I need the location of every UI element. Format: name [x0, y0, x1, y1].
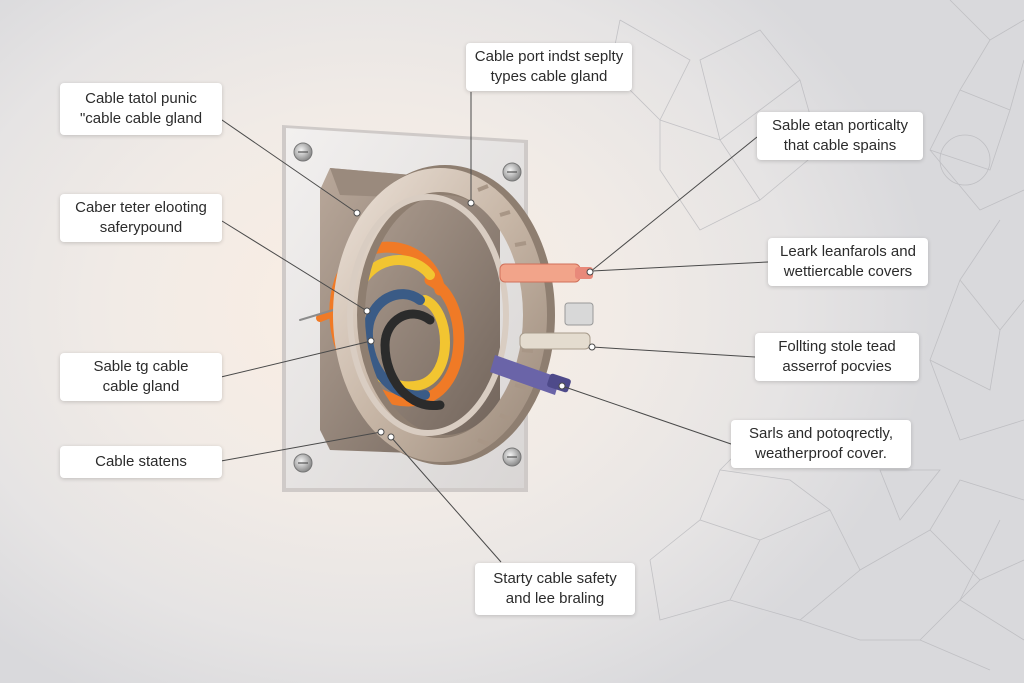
label-right-2-line2: asserrof pocvies — [782, 358, 892, 375]
label-top-right-line2: that cable spains — [783, 137, 897, 154]
label-right-1-line1: Leark leanfarols and — [780, 243, 916, 260]
gland-ring — [333, 165, 555, 465]
label-top-right: Sable etan porticalty that cable spains — [757, 112, 923, 160]
label-right-3-line1: Sarls and potoqrectly, — [749, 425, 893, 442]
metal-connector — [519, 302, 594, 350]
mounting-screw-icon — [293, 453, 313, 473]
label-bottom-left-line1: Cable statens — [95, 453, 187, 470]
label-lower-left-line1: Sable tg cable — [93, 358, 189, 375]
label-bottom-left: Cable statens — [60, 446, 222, 478]
orange-connector — [499, 263, 593, 283]
label-bottom-center-line2: and lee braling — [505, 590, 605, 607]
label-top-left-line2: "cable cable gland — [79, 110, 203, 127]
leader-lines — [205, 92, 769, 563]
label-bottom-center-line1: Starty cable safety — [493, 570, 617, 587]
label-right-3: Sarls and potoqrectly, weatherproof cove… — [731, 420, 911, 468]
label-top-center-line2: types cable gland — [490, 68, 608, 85]
mounting-screw-icon — [293, 142, 313, 162]
label-top-left-line1: Cable tatol punic — [85, 90, 197, 107]
label-lower-left-line2: cable gland — [102, 378, 180, 395]
label-lower-left: Sable tg cable cable gland — [60, 353, 222, 401]
label-bottom-center: Starty cable safety and lee braling — [475, 563, 635, 615]
label-right-2-line1: Follting stole tead — [778, 338, 896, 355]
label-top-right-line1: Sable etan porticalty — [772, 117, 908, 134]
label-right-1-line2: wettiercable covers — [783, 263, 913, 280]
label-top-center: Cable port indst seplty types cable glan… — [466, 43, 632, 91]
mounting-screw-icon — [502, 447, 522, 467]
mounting-screw-icon — [502, 162, 522, 182]
background-wireframe — [609, 0, 1024, 671]
label-top-center-line1: Cable port indst seplty — [474, 48, 624, 65]
label-top-left: Cable tatol punic "cable cable gland — [60, 83, 222, 135]
label-right-3-line2: weatherproof cover. — [755, 445, 887, 462]
leader-dots — [353, 199, 596, 441]
label-mid-left-line2: saferypound — [99, 219, 183, 236]
label-mid-left-line1: Caber teter elooting — [75, 199, 207, 216]
label-mid-left: Caber teter elooting saferypound — [60, 194, 222, 242]
label-right-1: Leark leanfarols and wettiercable covers — [768, 238, 928, 286]
label-right-2: Follting stole tead asserrof pocvies — [755, 333, 919, 381]
